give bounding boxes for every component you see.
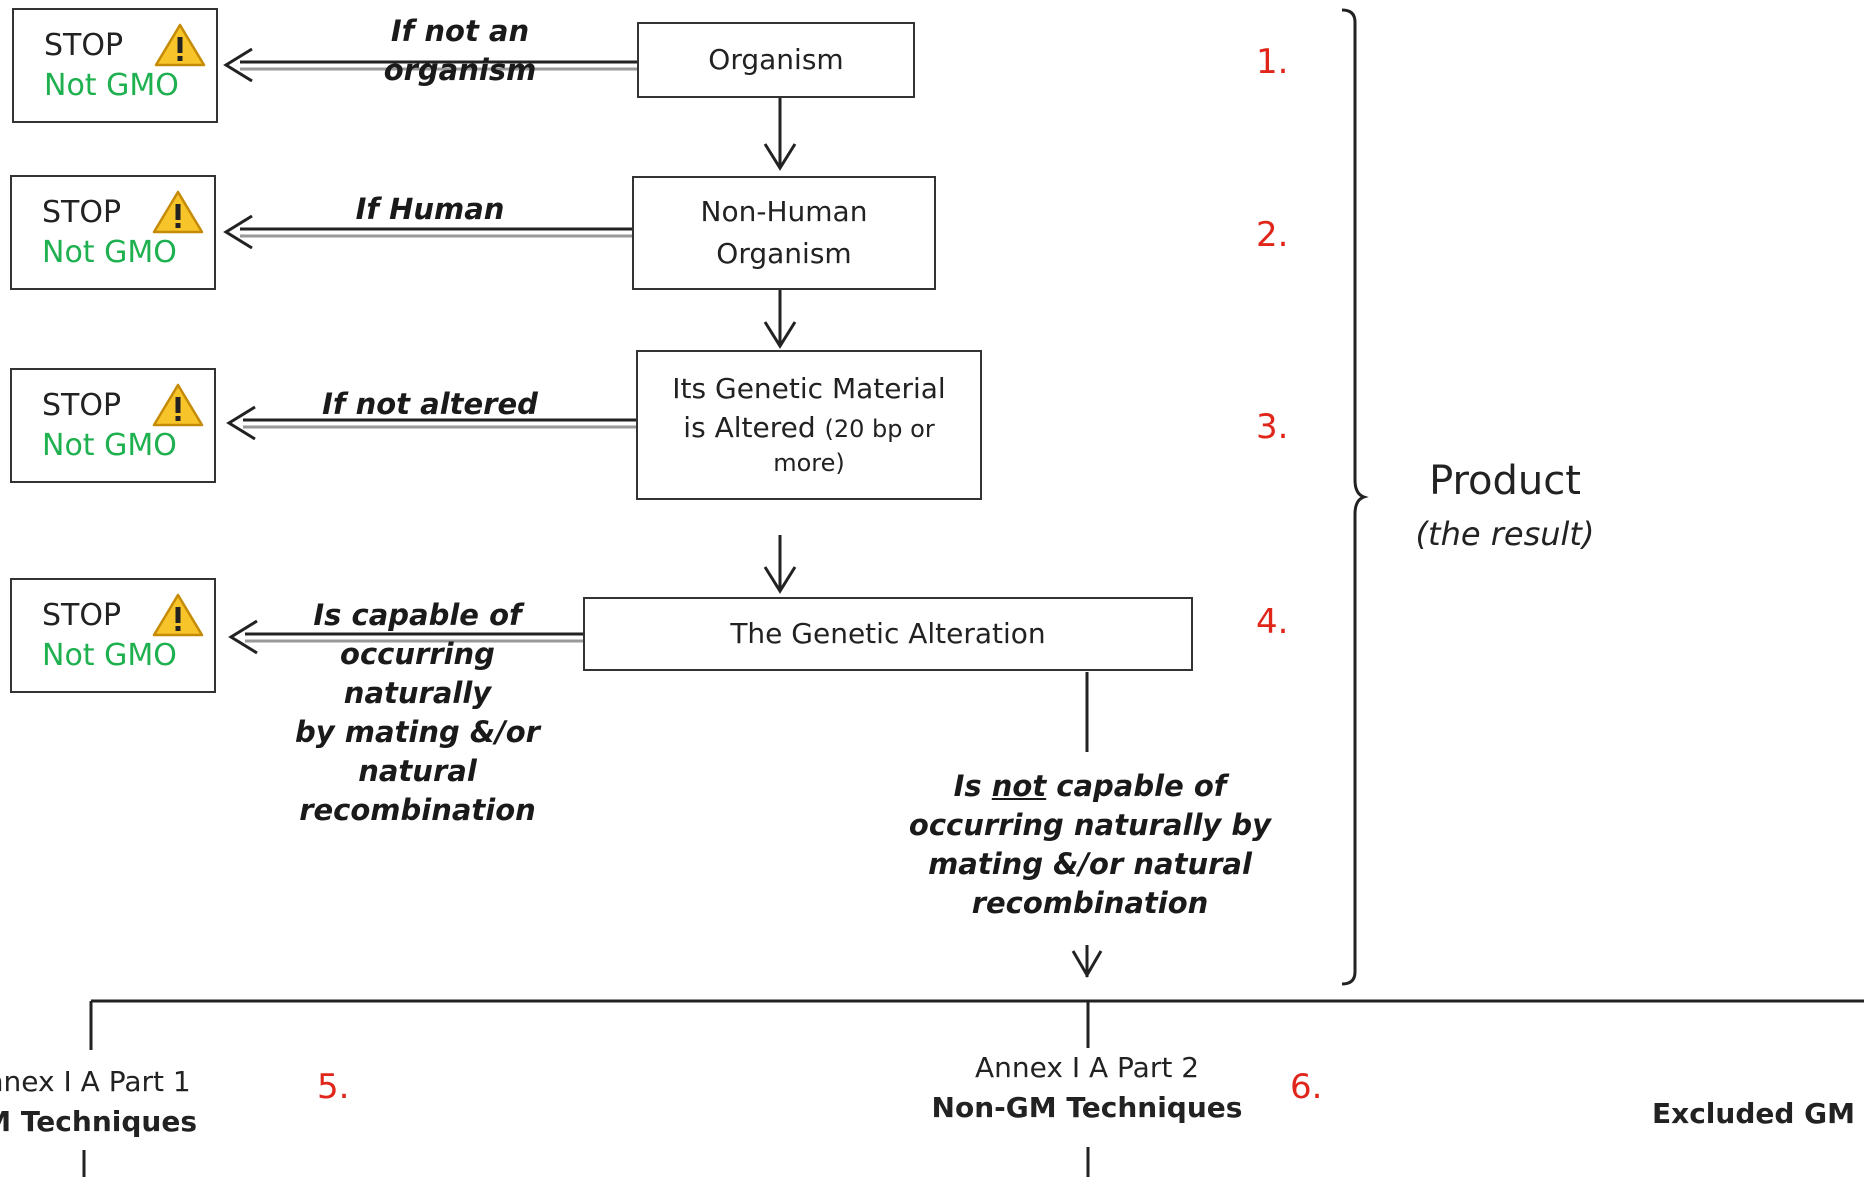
stop-box-natural-alteration: STOP Not GMO [10,578,216,693]
step-number-1: 1. [1256,42,1289,82]
arrow-human-to-stop [223,214,632,250]
not-gmo-label: Not GMO [42,235,177,270]
annex-part1: Annex I A Part 1 GM Techniques [0,1062,197,1142]
arrow-nonhuman-down [763,290,797,349]
arrow-organism-to-stop [223,47,637,83]
step-number-6: 6. [1290,1067,1323,1107]
altered-label-note: (20 bp or [824,415,935,444]
altered-label-line3: more) [773,449,845,478]
product-sublabel: (the result) [1415,515,1595,553]
alteration-label: The Genetic Alteration [730,617,1046,650]
arrow-to-branches [1071,945,1103,978]
excluded-gm-techniques-label: Excluded GM Techniques [1652,1097,1864,1130]
annex-part2-title: Annex I A Part 2 [974,1051,1200,1084]
warning-triangle-icon [154,23,206,67]
annex-part2-subtitle: Non-GM Techniques [931,1091,1243,1124]
condition-prefix: Is [953,769,992,803]
genetic-material-altered-box: Its Genetic Material is Altered (20 bp o… [636,350,982,500]
annex-part1-title: Annex I A Part 1 [0,1065,191,1098]
altered-label-line2: is Altered (20 bp or [683,408,934,447]
condition-line: mating &/or natural [928,847,1252,881]
arrow-altered-down [763,535,797,594]
step-number-4: 4. [1256,602,1289,642]
condition-not-natural: Is not capable of occurring naturally by… [905,767,1275,923]
not-gmo-label: Not GMO [42,428,177,463]
condition-natural-alteration: Is capable of occurring naturally by mat… [265,596,570,830]
condition-not-underlined: not [991,769,1047,803]
stop-label: STOP [42,388,122,423]
stop-label: STOP [44,28,124,63]
genetic-alteration-box: The Genetic Alteration [583,597,1193,671]
arrow-altered-to-stop [226,405,636,441]
step-number-2: 2. [1256,215,1289,255]
stop-box-human: STOP Not GMO [10,175,216,290]
warning-triangle-icon [152,190,204,234]
non-human-organism-box: Non-Human Organism [632,176,936,290]
step-number-5: 5. [317,1067,350,1107]
product-label: Product [1429,458,1581,504]
stop-label: STOP [42,598,122,633]
warning-triangle-icon [152,593,204,637]
condition-line: Is capable of [313,598,522,632]
condition-line: natural [358,754,477,788]
arrow-organism-down [763,98,797,171]
step-number-3: 3. [1256,407,1289,447]
warning-triangle-icon [152,383,204,427]
condition-line: occurring naturally [340,637,495,710]
organism-label: Organism [708,43,844,76]
non-human-label-line1: Non-Human [700,195,868,228]
excluded-gm-techniques: Excluded GM Techniques [1652,1094,1864,1134]
condition-not-altered: If not altered [322,387,538,421]
product-brace [1341,8,1369,986]
condition-line: by mating &/or [295,715,540,749]
organism-box: Organism [637,22,915,98]
altered-label-line1: Its Genetic Material [672,372,946,406]
not-gmo-label: Not GMO [44,68,179,103]
stop-box-not-altered: STOP Not GMO [10,368,216,483]
condition-line: recombination [971,886,1209,920]
annex-part1-subtitle: GM Techniques [0,1105,197,1138]
condition-human: If Human [355,192,505,226]
non-human-label-line2: Organism [716,237,852,270]
altered-label-main: is Altered [683,411,816,445]
arrow-alteration-to-stop [228,619,583,655]
condition-suffix: capable of [1046,769,1227,803]
stop-label: STOP [42,195,122,230]
branch-bar [82,999,1864,1177]
stop-box-not-organism: STOP Not GMO [12,8,218,123]
condition-not-organism: If not an organism [383,14,537,87]
not-gmo-label: Not GMO [42,638,177,673]
annex-part2: Annex I A Part 2 Non-GM Techniques [900,1048,1274,1128]
condition-line: recombination [299,793,536,827]
condition-line: Is not capable of [905,767,1275,806]
condition-line: occurring naturally by [908,808,1272,842]
